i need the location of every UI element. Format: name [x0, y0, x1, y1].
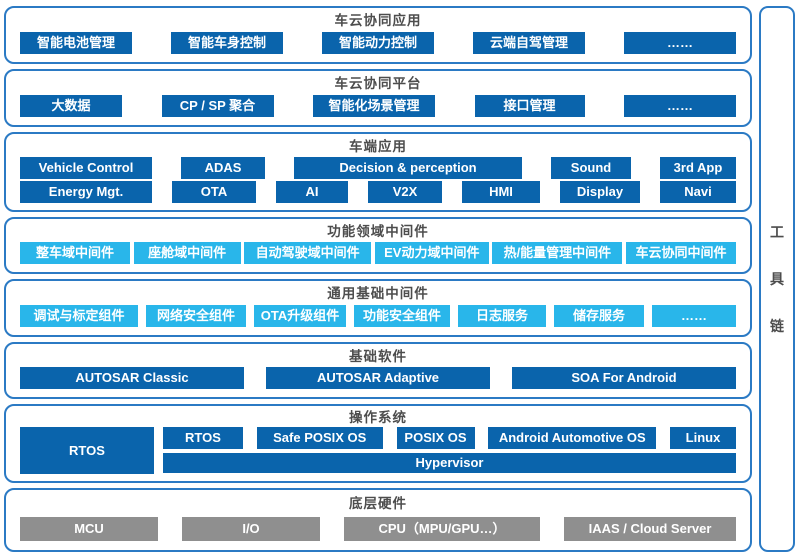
item-more-3: ……: [652, 305, 736, 327]
layer-hardware: 底层硬件 MCU I/O CPU（MPU/GPU…） IAAS / Cloud …: [4, 488, 752, 552]
item-cpu-mpu-gpu: CPU（MPU/GPU…）: [344, 516, 540, 541]
item-energy-mgt: Energy Mgt.: [20, 180, 152, 203]
item-log-service: 日志服务: [458, 305, 546, 327]
layer-row: 整车域中间件 座舱域中间件 自动驾驶域中间件 EV动力域中间件 热/能量管理中间…: [20, 242, 736, 265]
item-rtos-main: RTOS: [20, 427, 154, 475]
item-debug-calibration: 调试与标定组件: [20, 305, 138, 327]
item-rtos: RTOS: [163, 427, 243, 450]
item-functional-safety: 功能安全组件: [354, 305, 450, 327]
layer-common-base-middleware: 通用基础中间件 调试与标定组件 网络安全组件 OTA升级组件 功能安全组件 日志…: [4, 279, 752, 337]
item-mcu: MCU: [20, 516, 158, 541]
item-io: I/O: [182, 516, 320, 541]
item-cloud-driving-mgmt: 云端自驾管理: [473, 32, 585, 54]
item-big-data: 大数据: [20, 95, 122, 117]
item-vehicle-domain-mw: 整车域中间件: [20, 242, 130, 265]
item-soa-android: SOA For Android: [512, 367, 736, 390]
item-storage-service: 储存服务: [554, 305, 644, 327]
layer-functional-domain-middleware: 功能领域中间件 整车域中间件 座舱域中间件 自动驾驶域中间件 EV动力域中间件 …: [4, 217, 752, 274]
item-posix-os: POSIX OS: [396, 427, 475, 450]
item-navi: Navi: [660, 180, 736, 203]
item-ota-app: OTA: [172, 180, 256, 203]
layer-row: Energy Mgt. OTA AI V2X HMI Display Navi: [20, 180, 736, 203]
item-android-automotive-os: Android Automotive OS: [488, 427, 657, 450]
layer-operating-system: 操作系统 RTOS RTOS Safe POSIX OS POSIX OS An…: [4, 404, 752, 483]
item-autonomous-domain-mw: 自动驾驶域中间件: [244, 242, 372, 265]
item-battery-mgmt: 智能电池管理: [20, 32, 132, 54]
layer-base-software: 基础软件 AUTOSAR Classic AUTOSAR Adaptive SO…: [4, 342, 752, 399]
os-body: RTOS RTOS Safe POSIX OS POSIX OS Android…: [20, 427, 736, 475]
item-cloud-collab-mw: 车云协同中间件: [625, 242, 736, 265]
item-3rd-app: 3rd App: [660, 157, 736, 179]
layer-title: 车云协同平台: [334, 76, 422, 91]
toolchain-char: 链: [770, 318, 784, 334]
item-safe-posix-os: Safe POSIX OS: [256, 427, 383, 450]
item-sound: Sound: [551, 157, 631, 179]
layer-title: 功能领域中间件: [327, 223, 429, 239]
item-vehicle-control: Vehicle Control: [20, 157, 152, 179]
item-hypervisor: Hypervisor: [163, 453, 736, 474]
layer-row: 智能电池管理 智能车身控制 智能动力控制 云端自驾管理 ……: [20, 32, 736, 54]
item-autosar-adaptive: AUTOSAR Adaptive: [266, 367, 490, 390]
layer-row: 调试与标定组件 网络安全组件 OTA升级组件 功能安全组件 日志服务 储存服务 …: [20, 305, 736, 327]
layer-row: Vehicle Control ADAS Decision & percepti…: [20, 157, 736, 179]
item-ai: AI: [276, 180, 348, 203]
item-more-2: ……: [624, 95, 736, 117]
layer-title: 车端应用: [349, 138, 407, 154]
item-more-1: ……: [624, 32, 736, 54]
layer-row: RTOS Safe POSIX OS POSIX OS Android Auto…: [163, 427, 736, 450]
item-autosar-classic: AUTOSAR Classic: [20, 367, 244, 390]
toolchain-char: 具: [770, 271, 784, 287]
os-right-column: RTOS Safe POSIX OS POSIX OS Android Auto…: [163, 427, 736, 474]
layer-row: AUTOSAR Classic AUTOSAR Adaptive SOA For…: [20, 367, 736, 390]
item-thermal-energy-mw: 热/能量管理中间件: [492, 242, 623, 265]
layer-vehicle-apps: 车端应用 Vehicle Control ADAS Decision & per…: [4, 132, 752, 212]
toolchain-bar: 工 具 链: [759, 6, 795, 552]
item-adas: ADAS: [181, 157, 265, 179]
layer-title: 基础软件: [349, 348, 407, 364]
layer-title: 通用基础中间件: [327, 286, 429, 301]
layer-cloud-collab-apps: 车云协同应用 智能电池管理 智能车身控制 智能动力控制 云端自驾管理 ……: [4, 6, 752, 64]
layer-title: 操作系统: [349, 409, 407, 425]
item-cockpit-domain-mw: 座舱域中间件: [133, 242, 241, 265]
layer-stack: 车云协同应用 智能电池管理 智能车身控制 智能动力控制 云端自驾管理 …… 车云…: [4, 6, 752, 552]
item-hmi: HMI: [462, 180, 540, 203]
item-display: Display: [560, 180, 640, 203]
layer-row: MCU I/O CPU（MPU/GPU…） IAAS / Cloud Serve…: [20, 516, 736, 541]
item-interface-mgmt: 接口管理: [474, 95, 585, 117]
item-body-control: 智能车身控制: [171, 32, 283, 54]
item-v2x: V2X: [368, 180, 442, 203]
item-linux: Linux: [670, 427, 736, 450]
item-decision-perception: Decision & perception: [294, 157, 522, 179]
layer-row: 大数据 CP / SP 聚合 智能化场景管理 接口管理 ……: [20, 95, 736, 117]
layer-cloud-collab-platform: 车云协同平台 大数据 CP / SP 聚合 智能化场景管理 接口管理 ……: [4, 69, 752, 127]
layer-title: 车云协同应用: [334, 13, 422, 28]
layer-title: 底层硬件: [349, 496, 407, 512]
item-iaas-cloud-server: IAAS / Cloud Server: [564, 516, 736, 541]
item-smart-scene-mgmt: 智能化场景管理: [313, 95, 435, 117]
item-cp-sp-aggregation: CP / SP 聚合: [161, 95, 274, 117]
item-power-control: 智能动力控制: [322, 32, 434, 54]
item-network-security: 网络安全组件: [146, 305, 246, 327]
item-ota-upgrade: OTA升级组件: [254, 305, 346, 327]
item-ev-power-domain-mw: EV动力域中间件: [374, 242, 489, 265]
toolchain-char: 工: [770, 224, 784, 240]
